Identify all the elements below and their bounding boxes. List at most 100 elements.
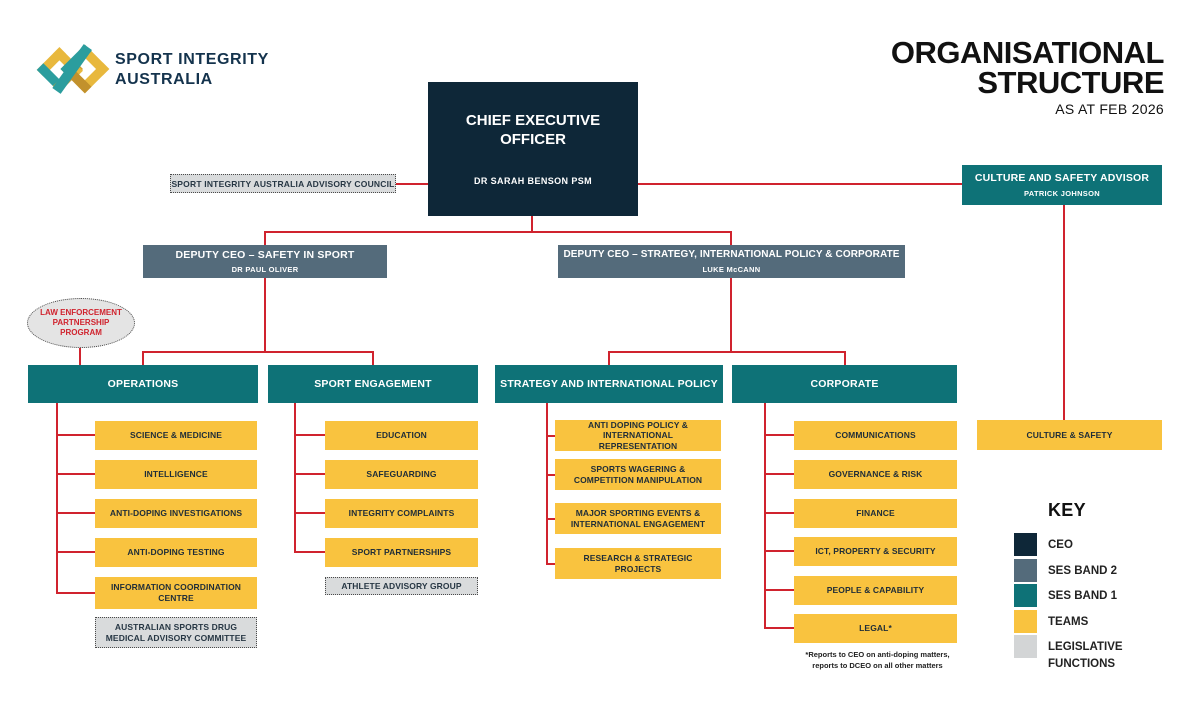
division-sport-engagement: SPORT ENGAGEMENT bbox=[268, 365, 478, 403]
team-box: ICT, PROPERTY & SECURITY bbox=[794, 537, 957, 566]
connector bbox=[56, 551, 95, 553]
deputy-ceo-safety-name: DR PAUL OLIVER bbox=[231, 265, 299, 275]
key-swatch-teams bbox=[1014, 610, 1037, 633]
key-item-ceo: CEO bbox=[1014, 533, 1148, 556]
key-title: KEY bbox=[1048, 500, 1086, 520]
connector bbox=[764, 434, 794, 436]
connector bbox=[396, 183, 428, 185]
connector bbox=[294, 434, 325, 436]
connector bbox=[56, 592, 95, 594]
logo-wordmark: SPORT INTEGRITY AUSTRALIA bbox=[115, 50, 269, 90]
key-item-ses-band-2: SES BAND 2 bbox=[1014, 559, 1148, 582]
team-box: ANTI DOPING POLICY & INTERNATIONAL REPRE… bbox=[555, 420, 721, 451]
logo-line2: AUSTRALIA bbox=[115, 71, 213, 88]
culture-safety-advisor-name: PATRICK JOHNSON bbox=[1024, 188, 1100, 198]
ceo-name: DR SARAH BENSON PSM bbox=[473, 175, 593, 186]
connector bbox=[56, 473, 95, 475]
ceo-title: CHIEF EXECUTIVE OFFICER bbox=[465, 112, 601, 148]
division-corporate-label: CORPORATE bbox=[810, 377, 879, 390]
connector bbox=[142, 351, 144, 365]
connector bbox=[56, 434, 95, 436]
connector bbox=[142, 351, 374, 353]
connector bbox=[372, 351, 374, 365]
ceo-box: CHIEF EXECUTIVE OFFICER DR SARAH BENSON … bbox=[428, 82, 638, 216]
logo-line1: SPORT INTEGRITY bbox=[115, 51, 269, 68]
key-item-ses-band-1: SES BAND 1 bbox=[1014, 584, 1148, 607]
team-box: EDUCATION bbox=[325, 421, 478, 450]
connector bbox=[546, 403, 548, 564]
connector bbox=[294, 512, 325, 514]
deputy-ceo-safety-title: DEPUTY CEO – SAFETY IN SPORT bbox=[175, 248, 355, 261]
connector bbox=[546, 474, 555, 476]
key-swatch-legislative-functions bbox=[1014, 635, 1037, 658]
key-swatch-ceo bbox=[1014, 533, 1037, 556]
connector bbox=[1063, 205, 1065, 420]
connector bbox=[730, 231, 732, 245]
team-box: SAFEGUARDING bbox=[325, 460, 478, 489]
deputy-ceo-strategy-title: DEPUTY CEO – STRATEGY, INTERNATIONAL POL… bbox=[563, 249, 900, 260]
advisory-council-label: SPORT INTEGRITY AUSTRALIA ADVISORY COUNC… bbox=[171, 178, 395, 189]
connector bbox=[264, 231, 732, 233]
connector bbox=[264, 231, 266, 245]
law-enforcement-partnership-label: LAW ENFORCEMENT PARTNERSHIP PROGRAM bbox=[40, 308, 122, 337]
key-swatch-ses-band-1 bbox=[1014, 584, 1037, 607]
deputy-ceo-strategy-box: DEPUTY CEO – STRATEGY, INTERNATIONAL POL… bbox=[558, 245, 905, 278]
connector bbox=[531, 216, 533, 233]
connector bbox=[764, 473, 794, 475]
team-box: PEOPLE & CAPABILITY bbox=[794, 576, 957, 605]
team-box: INTEGRITY COMPLAINTS bbox=[325, 499, 478, 528]
team-box: GOVERNANCE & RISK bbox=[794, 460, 957, 489]
connector bbox=[264, 278, 266, 353]
connector bbox=[56, 403, 58, 594]
connector bbox=[764, 627, 794, 629]
law-enforcement-partnership-ellipse: LAW ENFORCEMENT PARTNERSHIP PROGRAM bbox=[27, 298, 135, 348]
team-box: ANTI-DOPING INVESTIGATIONS bbox=[95, 499, 257, 528]
advisory-council-box: SPORT INTEGRITY AUSTRALIA ADVISORY COUNC… bbox=[170, 174, 396, 193]
connector bbox=[546, 435, 555, 437]
connector bbox=[764, 403, 766, 629]
team-box: INTELLIGENCE bbox=[95, 460, 257, 489]
connector bbox=[608, 351, 846, 353]
connector bbox=[608, 351, 610, 365]
connector bbox=[764, 589, 794, 591]
team-box-culture-safety: CULTURE & SAFETY bbox=[977, 420, 1162, 450]
connector bbox=[56, 512, 95, 514]
team-box: SPORTS WAGERING & COMPETITION MANIPULATI… bbox=[555, 459, 721, 490]
sport-integrity-australia-logo-icon bbox=[36, 44, 110, 94]
culture-safety-advisor-box: CULTURE AND SAFETY ADVISOR PATRICK JOHNS… bbox=[962, 165, 1162, 205]
team-box: LEGAL* bbox=[794, 614, 957, 643]
legal-footnote: *Reports to CEO on anti-doping matters, … bbox=[805, 650, 950, 671]
connector bbox=[764, 512, 794, 514]
team-box: SCIENCE & MEDICINE bbox=[95, 421, 257, 450]
team-box: COMMUNICATIONS bbox=[794, 421, 957, 450]
connector bbox=[546, 563, 555, 565]
title-line1: ORGANISATIONAL bbox=[890, 35, 1165, 70]
team-box: INFORMATION COORDINATION CENTRE bbox=[95, 577, 257, 609]
title-line2: STRUCTURE bbox=[977, 65, 1164, 101]
culture-safety-advisor-title: CULTURE AND SAFETY ADVISOR bbox=[974, 172, 1150, 185]
as-at-date: AS AT FEB 2026 bbox=[1055, 101, 1164, 118]
key-swatch-ses-band-2 bbox=[1014, 559, 1037, 582]
page-title: ORGANISATIONAL STRUCTURE AS AT FEB 2026 bbox=[844, 35, 1165, 118]
deputy-ceo-safety-box: DEPUTY CEO – SAFETY IN SPORT DR PAUL OLI… bbox=[143, 245, 387, 278]
key-item-legislative-functions: LEGISLATIVE FUNCTIONS bbox=[1014, 635, 1140, 672]
connector bbox=[546, 518, 555, 520]
team-box: ANTI-DOPING TESTING bbox=[95, 538, 257, 567]
legislative-function-box: AUSTRALIAN SPORTS DRUG MEDICAL ADVISORY … bbox=[95, 617, 257, 648]
connector bbox=[294, 473, 325, 475]
division-operations: OPERATIONS bbox=[28, 365, 258, 403]
connector bbox=[294, 403, 296, 553]
connector bbox=[638, 183, 962, 185]
connector bbox=[79, 348, 81, 365]
team-box: RESEARCH & STRATEGIC PROJECTS bbox=[555, 548, 721, 579]
key-item-teams: TEAMS bbox=[1014, 610, 1148, 633]
team-box: FINANCE bbox=[794, 499, 957, 528]
connector bbox=[764, 550, 794, 552]
deputy-ceo-strategy-name: LUKE McCANN bbox=[702, 265, 761, 274]
division-operations-label: OPERATIONS bbox=[107, 377, 179, 390]
division-strategy-label: STRATEGY AND INTERNATIONAL POLICY bbox=[500, 377, 718, 390]
connector bbox=[730, 278, 732, 353]
legislative-function-box: ATHLETE ADVISORY GROUP bbox=[325, 577, 478, 595]
team-box: SPORT PARTNERSHIPS bbox=[325, 538, 478, 567]
